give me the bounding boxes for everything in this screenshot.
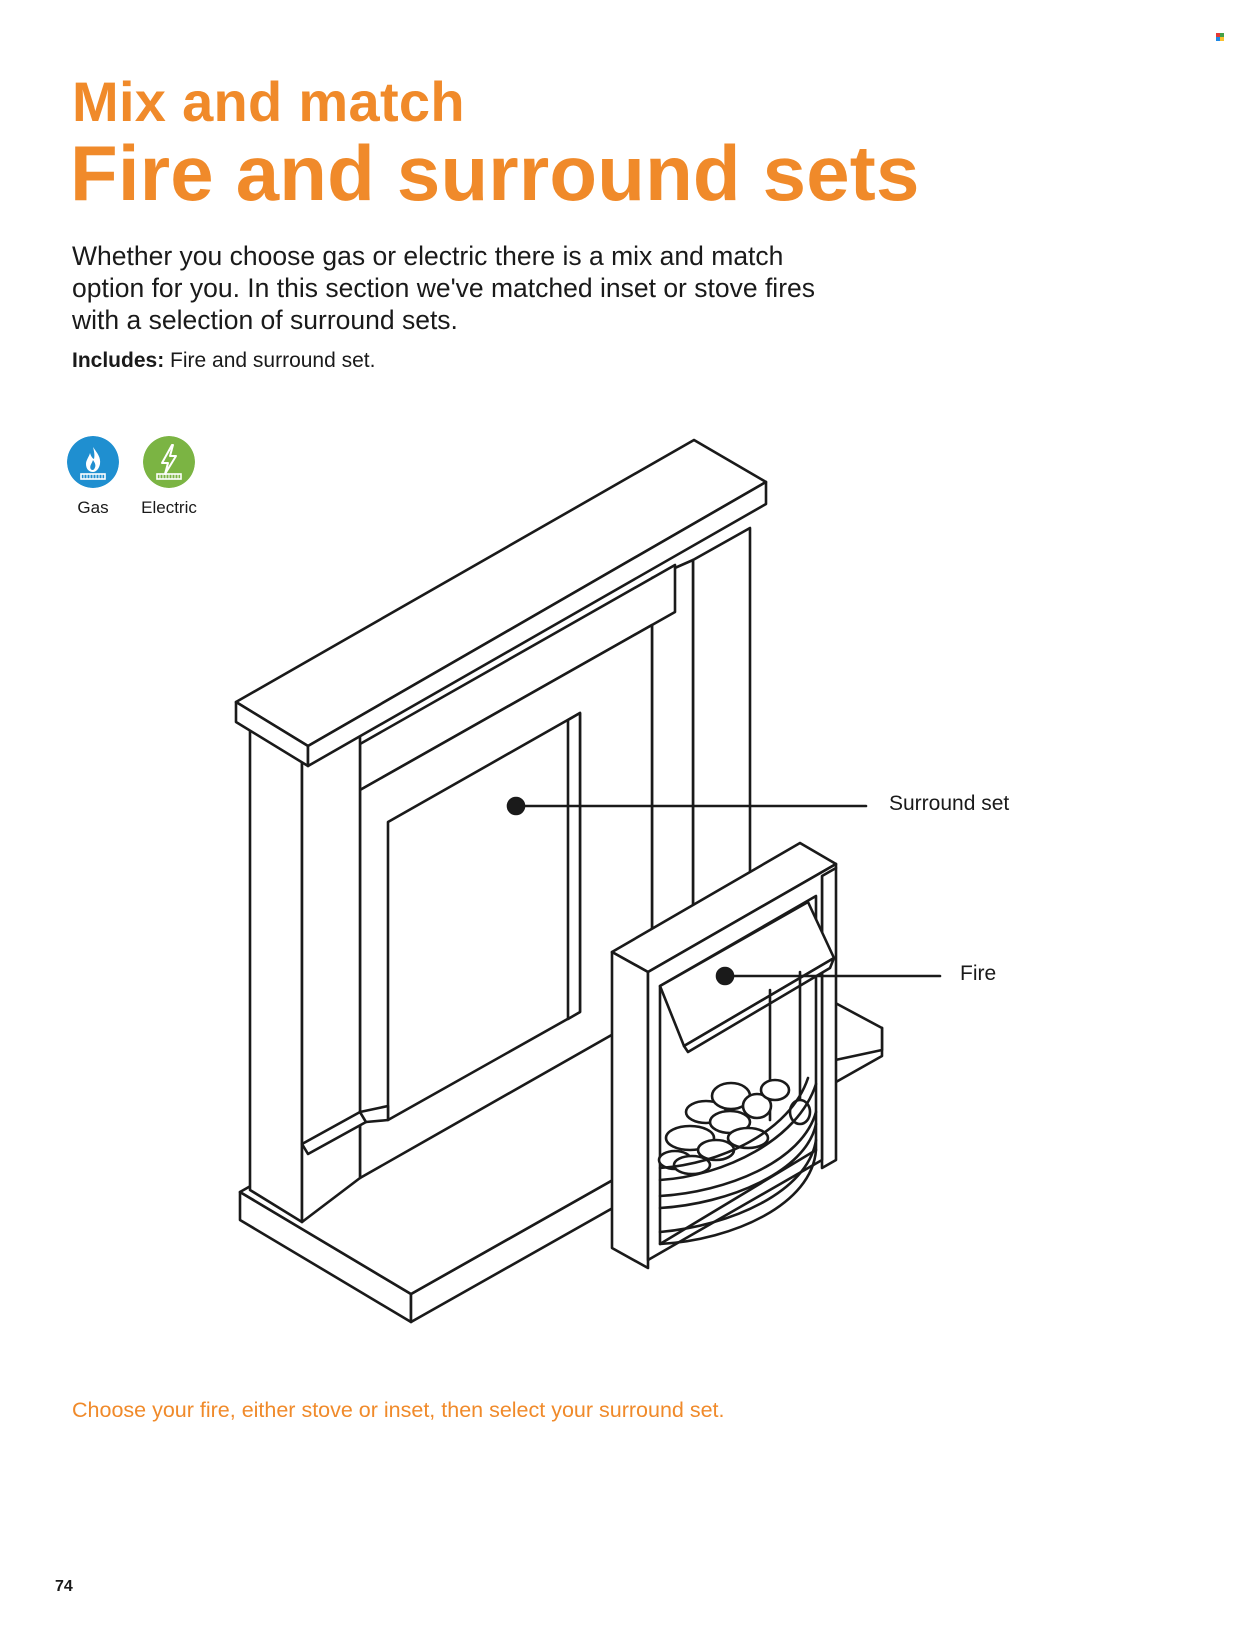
fire-fret-bars xyxy=(658,1076,818,1246)
callout-fire: Fire xyxy=(960,962,997,985)
fuel-type-electric: Electric xyxy=(124,436,214,518)
fuel-type-gas: Gas xyxy=(48,436,138,518)
page-number: 74 xyxy=(55,1578,73,1595)
callout-dot-surround xyxy=(506,796,526,816)
lightning-bolt-icon xyxy=(143,436,195,488)
flame-icon xyxy=(67,436,119,488)
page-title: Fire and surround sets xyxy=(70,129,920,217)
fire-unit xyxy=(610,841,838,1270)
surround-fire-opening xyxy=(386,711,582,1122)
call-to-action: Choose your fire, either stove or inset,… xyxy=(72,1398,725,1422)
callout-surround-set: Surround set xyxy=(889,792,1010,815)
surround-right-leg xyxy=(650,526,752,1014)
callout-leaders xyxy=(506,796,942,986)
includes-value: Fire and surround set. xyxy=(170,349,376,372)
section-kicker: Mix and match xyxy=(72,70,465,133)
includes-line: Includes: Fire and surround set. xyxy=(72,349,375,373)
brand-logo-icon xyxy=(1216,33,1224,41)
intro-paragraph: Whether you choose gas or electric there… xyxy=(72,241,816,335)
fuel-type-label: Electric xyxy=(141,498,197,517)
mantel-shelf xyxy=(234,438,768,768)
includes-label: Includes: xyxy=(72,349,165,372)
callout-dot-fire xyxy=(715,966,735,986)
fuel-type-label: Gas xyxy=(77,498,109,517)
surround-left-leg xyxy=(248,728,390,1224)
